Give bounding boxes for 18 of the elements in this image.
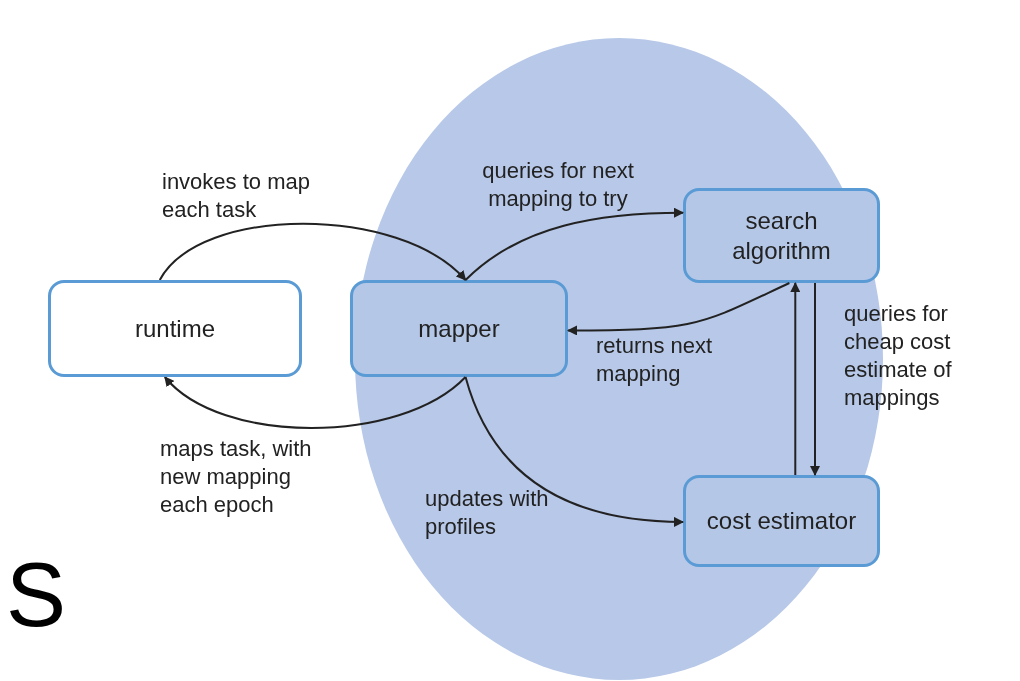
- process-box: cost estimator: [683, 475, 880, 567]
- arrow: [163, 376, 467, 429]
- process-box: mapper: [350, 280, 568, 377]
- arrow: [464, 376, 684, 527]
- slide-text: S: [6, 545, 67, 645]
- process-box: search algorithm: [683, 188, 880, 283]
- arrow: [158, 222, 467, 281]
- arrow: [464, 207, 684, 281]
- edge-label: updates with profiles: [425, 485, 550, 541]
- edge-label: queries for next mapping to try: [481, 157, 635, 213]
- arrow: [810, 282, 820, 476]
- edge-label: maps task, with new mapping each epoch: [160, 435, 313, 519]
- edge-label: invokes to map each task: [162, 168, 311, 224]
- arrow: [567, 282, 791, 336]
- process-box: runtime: [48, 280, 302, 377]
- edge-label: queries for cheap cost estimate of mappings: [844, 300, 953, 412]
- arrow: [790, 282, 801, 476]
- edge-label: returns next mapping: [596, 332, 714, 388]
